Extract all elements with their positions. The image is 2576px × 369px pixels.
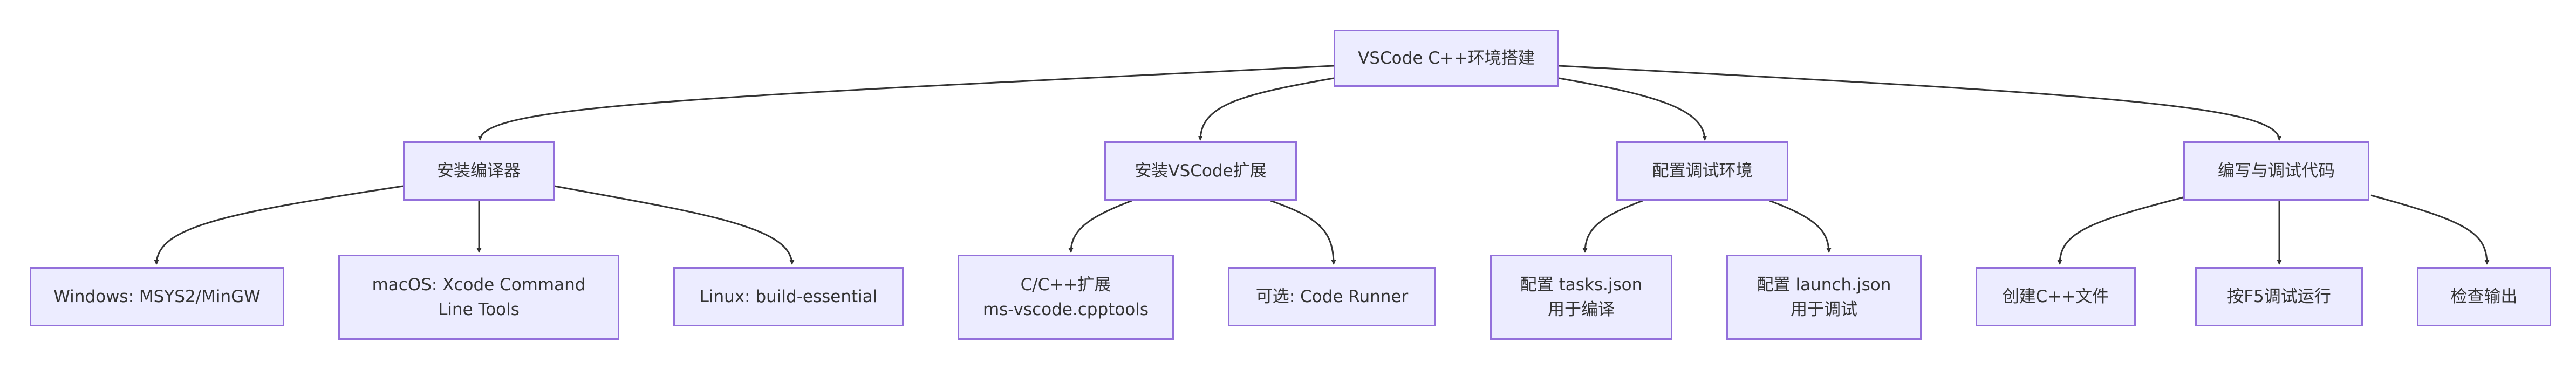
node-cpptools-label: C/C++扩展 ms-vscode.cpptools	[982, 275, 1149, 319]
node-debug-config: 配置调试环境	[1616, 141, 1788, 201]
node-coderunner-label: 可选: Code Runner	[1255, 287, 1409, 306]
edge-root-to-extension	[1198, 77, 1334, 141]
edge-root-to-debug-config	[1559, 77, 1707, 141]
node-write-debug: 编写与调试代码	[2183, 141, 2369, 201]
node-check-output: 检查输出	[2417, 267, 2551, 326]
edge-extension-to-cpptools	[1068, 200, 1132, 253]
edge-write-to-output	[2370, 194, 2490, 265]
edge-debug-to-launch	[1769, 200, 1832, 253]
edge-debug-to-tasks	[1582, 200, 1643, 253]
node-macos: macOS: Xcode Command Line Tools	[338, 255, 619, 340]
node-f5-run-label: 按F5调试运行	[2227, 287, 2331, 306]
node-tasks-json: 配置 tasks.json 用于编译	[1490, 255, 1672, 340]
node-install-extension-label: 安装VSCode扩展	[1135, 161, 1267, 181]
node-create-file: 创建C++文件	[1976, 267, 2136, 326]
root-node: VSCode C++环境搭建	[1334, 30, 1559, 87]
node-macos-label: macOS: Xcode Command Line Tools	[372, 275, 586, 319]
node-install-compiler-label: 安装编译器	[437, 161, 521, 181]
root-label: VSCode C++环境搭建	[1358, 49, 1535, 68]
node-launch-json-label: 配置 launch.json 用于调试	[1757, 275, 1891, 319]
node-install-extension: 安装VSCode扩展	[1104, 141, 1297, 201]
node-coderunner: 可选: Code Runner	[1228, 267, 1436, 326]
edge-compiler-to-windows	[154, 185, 404, 265]
node-write-debug-label: 编写与调试代码	[2218, 161, 2335, 181]
node-tasks-json-label: 配置 tasks.json 用于编译	[1520, 275, 1643, 319]
node-install-compiler: 安装编译器	[403, 141, 555, 201]
node-f5-run: 按F5调试运行	[2195, 267, 2363, 326]
node-cpptools: C/C++扩展 ms-vscode.cpptools	[958, 255, 1174, 340]
node-create-file-label: 创建C++文件	[2002, 287, 2109, 306]
edge-root-to-compiler	[477, 65, 1334, 141]
edge-extension-to-coderunner	[1270, 200, 1336, 265]
node-windows-label: Windows: MSYS2/MinGW	[53, 287, 261, 306]
node-linux-label: Linux: build-essential	[699, 287, 878, 306]
edge-compiler-to-linux	[554, 185, 795, 265]
node-linux: Linux: build-essential	[673, 267, 904, 326]
edge-root-to-write-debug	[1559, 65, 2282, 141]
edge-write-to-create	[2057, 194, 2192, 265]
node-debug-config-label: 配置调试环境	[1652, 161, 1753, 181]
node-check-output-label: 检查输出	[2450, 287, 2518, 306]
node-launch-json: 配置 launch.json 用于调试	[1726, 255, 1922, 340]
node-windows: Windows: MSYS2/MinGW	[30, 267, 284, 326]
